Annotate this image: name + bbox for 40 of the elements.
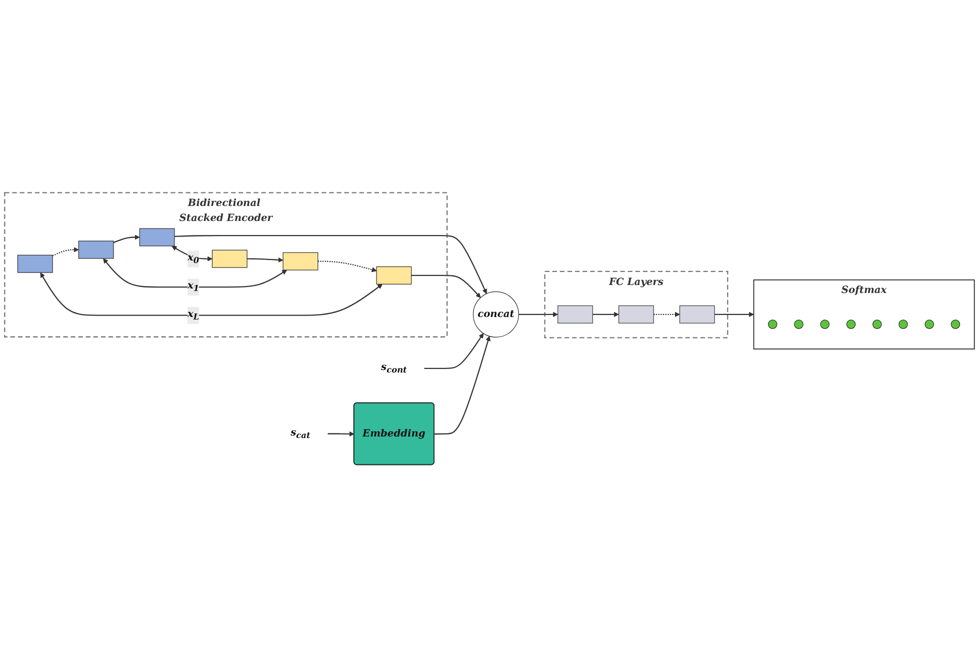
node-text: s$_{cont}$ [381,362,407,376]
node-circle [768,320,778,330]
arrow [103,258,288,288]
arrow [424,333,484,370]
node-circle [820,320,830,330]
arrow [714,312,754,318]
node-text: s$_{cat}$ [290,426,310,441]
node-circle [872,320,882,330]
arrow [174,235,487,294]
node-box [139,228,175,247]
node-circle [898,320,908,330]
node-bar [618,306,654,324]
arrow [654,312,680,318]
arrow [434,336,491,435]
edge-label: x$_{L}$ [188,308,200,322]
node-box [78,241,114,260]
edge-label: x$_{1}$ [188,280,200,294]
node-box [212,250,248,268]
node-bar [558,306,593,324]
node-circle [950,320,960,330]
cluster: FC Layers [544,271,728,339]
arrow [52,248,79,257]
arrow [113,235,140,244]
node-box [17,255,53,274]
node-bar [679,306,715,324]
node-circle [846,320,856,330]
cluster: Softmax [753,280,975,350]
node-box [376,266,412,285]
arrow [592,312,620,318]
node-box [282,252,318,271]
arrow [411,275,481,298]
arrow [40,272,383,316]
arrow [328,432,354,437]
arrow [247,258,284,263]
node-circle [794,320,804,330]
arrow [518,312,558,318]
node-circle: concat [472,292,519,338]
edge-label: x$_{0}$ [188,252,200,266]
node-circle [924,320,934,330]
arrow [318,261,377,272]
